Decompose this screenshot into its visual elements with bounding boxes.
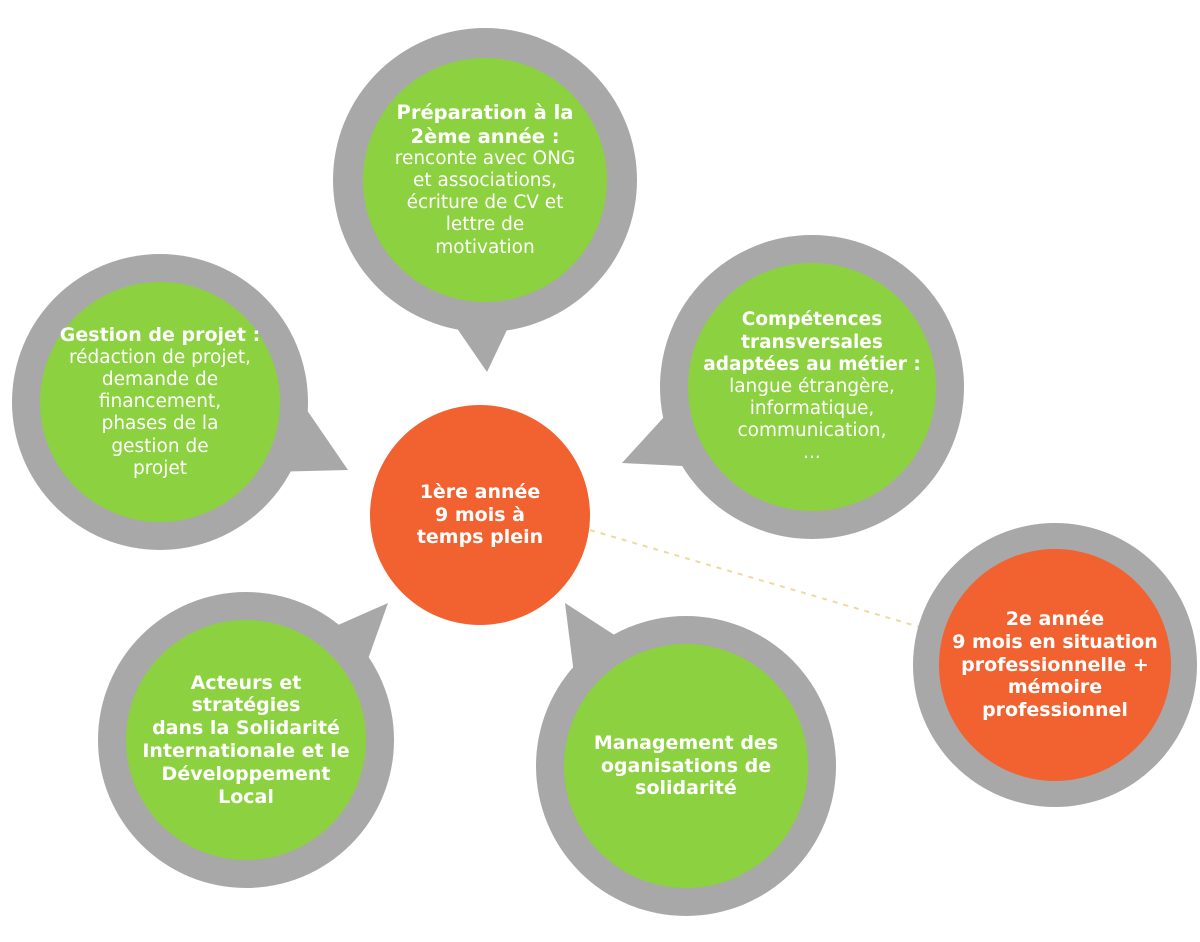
competences-title-line: Compétences (741, 309, 883, 331)
gestion-title-line: Gestion de projet : (59, 324, 261, 347)
gestion-bubble: Gestion de projet : rédaction de projet,… (40, 282, 280, 522)
acteurs-title-line: Développement (161, 762, 331, 785)
competences-title-line: adaptées au métier : (703, 353, 921, 375)
second-year-line: professionnel (982, 699, 1128, 722)
competences-body-line: informatique, (749, 398, 875, 420)
year-connector-line (589, 529, 931, 631)
second-year-line: professionnelle + (961, 653, 1149, 676)
acteurs-title-line: dans la Solidarité (152, 717, 340, 740)
first-year-bubble: 1ère année 9 mois à temps plein (370, 405, 590, 625)
gestion-body-line: gestion de (111, 435, 209, 457)
preparation-bubble: Préparation à la 2ème année : renconte a… (363, 58, 607, 302)
management-title-line: oganisations de (600, 754, 772, 777)
second-year-bubble: 2e année 9 mois en situation professionn… (939, 549, 1171, 781)
management-title-line: solidarité (635, 777, 737, 800)
gestion-body-line: rédaction de projet, (68, 346, 252, 368)
competences-title-line: transversales (741, 331, 883, 353)
gestion-body-line: financement, (98, 391, 222, 413)
preparation-body-line: écriture de CV et (406, 192, 564, 214)
management-title-line: Management des (593, 731, 779, 754)
acteurs-title-line: Internationale et le (142, 740, 350, 762)
preparation-title-line: 2ème année : (410, 124, 560, 148)
first-year-line: temps plein (416, 526, 544, 549)
acteurs-title-line: Acteurs et (190, 671, 302, 694)
gestion-body-line: projet (132, 457, 188, 479)
preparation-title-line: Préparation à la (396, 101, 574, 125)
second-year-line: 9 mois en situation (952, 630, 1158, 653)
preparation-body-line: renconte avec ONG (394, 147, 576, 169)
acteurs-title-line: stratégies (191, 694, 301, 717)
first-year-line: 9 mois à (435, 503, 525, 526)
acteurs-title-line: Local (218, 785, 274, 808)
second-year-line: mémoire (1007, 676, 1103, 699)
preparation-body-line: motivation (435, 236, 535, 258)
acteurs-bubble: Acteurs et stratégies dans la Solidarité… (126, 620, 366, 860)
competences-bubble: Compétences transversales adaptées au mé… (688, 263, 936, 511)
preparation-body-line: et associations, (412, 170, 558, 192)
preparation-body-line: lettre de (445, 214, 525, 236)
gestion-body-line: demande de (101, 369, 219, 391)
competences-body-line: ... (803, 442, 821, 464)
management-bubble: Management des oganisations de solidarit… (564, 644, 808, 888)
competences-body-line: langue étrangère, (729, 375, 895, 397)
gestion-body-line: phases de la (101, 413, 219, 435)
first-year-line: 1ère année (419, 480, 541, 503)
competences-body-line: communication, (737, 420, 887, 442)
second-year-line: 2e année (1005, 608, 1105, 630)
